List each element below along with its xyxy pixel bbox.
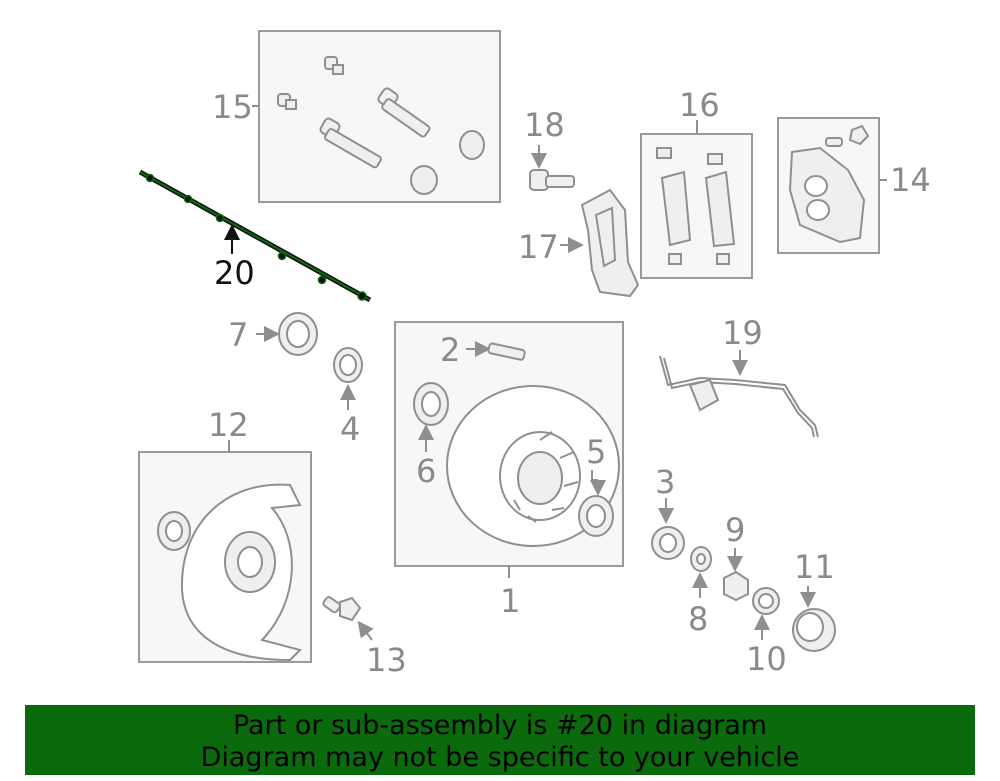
label-20: 20 xyxy=(214,254,255,292)
banner-line-1: Part or sub-assembly is #20 in diagram xyxy=(232,710,768,741)
label-9: 9 xyxy=(725,511,745,549)
part-6-seal[interactable] xyxy=(413,382,449,452)
part-14-caliper[interactable] xyxy=(777,117,887,254)
part-11-cap[interactable] xyxy=(792,586,836,652)
part-5-bearing[interactable] xyxy=(578,470,614,537)
label-1: 1 xyxy=(500,582,520,620)
label-7: 7 xyxy=(228,316,248,354)
notice-banner: Part or sub-assembly is #20 in diagram D… xyxy=(25,705,975,775)
part-19-abs-sensor[interactable] xyxy=(659,350,819,438)
part-13-bolt[interactable] xyxy=(322,596,374,641)
part-10-retainer[interactable] xyxy=(752,587,780,640)
part-18-bolt[interactable] xyxy=(529,145,575,191)
part-2-stud[interactable] xyxy=(466,341,526,361)
label-3: 3 xyxy=(655,463,675,501)
label-4: 4 xyxy=(340,410,360,448)
label-16: 16 xyxy=(679,86,720,124)
label-10: 10 xyxy=(746,640,787,678)
part-12-dust-shield[interactable] xyxy=(138,440,312,663)
label-11: 11 xyxy=(794,548,835,586)
banner-line-2: Diagram may not be specific to your vehi… xyxy=(200,742,800,773)
label-19: 19 xyxy=(722,314,763,352)
label-13: 13 xyxy=(366,641,407,679)
part-16-brake-pads[interactable] xyxy=(640,120,753,279)
part-9-nut[interactable] xyxy=(723,548,749,602)
label-6: 6 xyxy=(416,452,436,490)
label-17: 17 xyxy=(518,228,559,266)
part-17-caliper-bracket[interactable] xyxy=(560,188,640,298)
label-12: 12 xyxy=(208,406,249,444)
label-2: 2 xyxy=(440,331,460,369)
label-15: 15 xyxy=(212,88,253,126)
part-15-hardware-kit[interactable] xyxy=(252,30,501,203)
label-8: 8 xyxy=(688,600,708,638)
label-5: 5 xyxy=(586,433,606,471)
part-7-seal[interactable] xyxy=(256,312,318,356)
part-8-washer[interactable] xyxy=(690,546,712,598)
part-20-wear-sensor-harness[interactable] xyxy=(138,169,372,303)
label-14: 14 xyxy=(890,161,931,199)
part-3-bearing[interactable] xyxy=(651,498,685,560)
label-18: 18 xyxy=(524,106,565,144)
part-4-race[interactable] xyxy=(333,347,363,410)
